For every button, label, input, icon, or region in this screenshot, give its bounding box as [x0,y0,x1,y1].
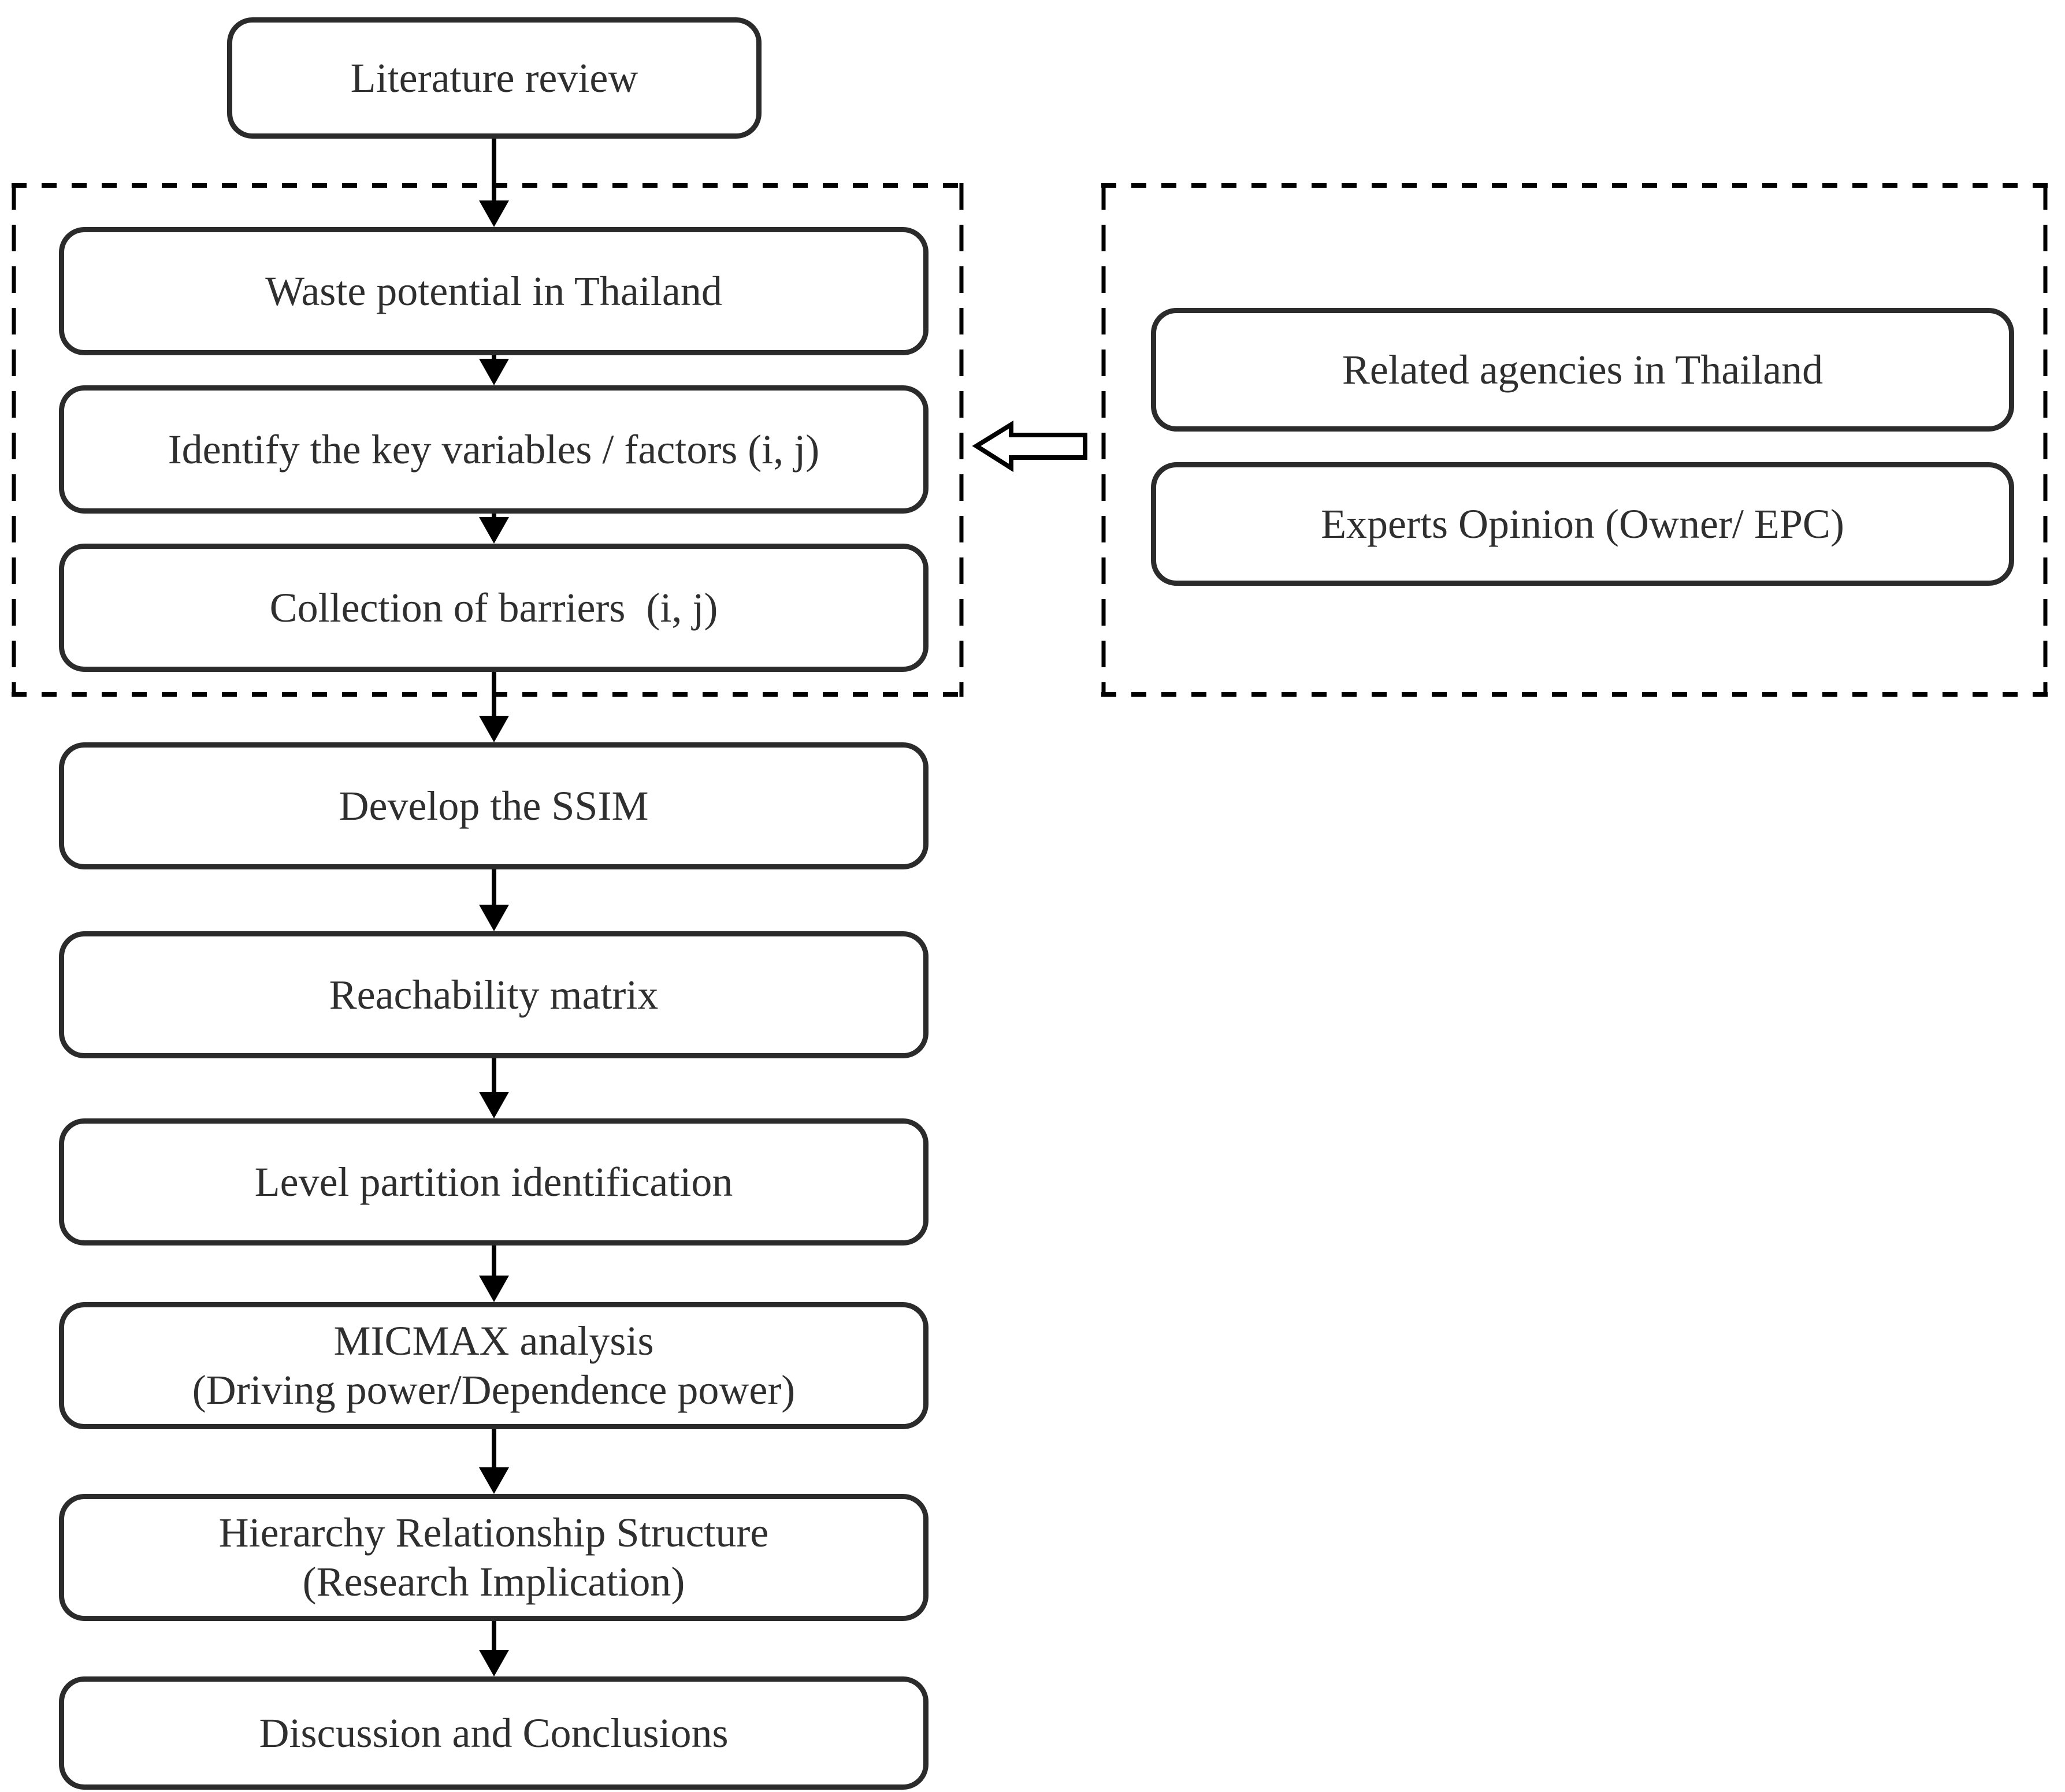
left-dashed-group-outline [12,183,964,697]
node-waste-potential: Waste potential in Thailand [59,227,928,355]
left-block-arrow-icon [972,420,1087,473]
flow-arrow-level-to-micmax [479,1246,509,1302]
node-related-agencies: Related agencies in Thailand [1151,308,2014,432]
node-develop-ssim: Develop the SSIM [59,742,928,869]
flow-arrow-ssim-to-reachability [479,869,509,931]
node-discussion-conclusions: Discussion and Conclusions [59,1676,928,1790]
flow-arrow-hierarchy-to-discussion [479,1621,509,1676]
node-collection-barriers: Collection of barriers (i, j) [59,544,928,672]
flow-arrow-literature-to-waste [479,139,509,227]
flow-arrow-waste-to-identify [479,355,509,385]
flow-arrow-collection-to-ssim [479,672,509,742]
node-experts-opinion: Experts Opinion (Owner/ EPC) [1151,462,2014,586]
node-level-partition: Level partition identification [59,1118,928,1246]
node-literature-review: Literature review [227,17,762,139]
node-micmax-analysis: MICMAX analysis (Driving power/Dependenc… [59,1302,928,1429]
flow-arrow-micmax-to-hierarchy [479,1429,509,1494]
right-dashed-group-outline [1101,183,2048,697]
node-hierarchy-structure: Hierarchy Relationship Structure (Resear… [59,1494,928,1621]
flow-arrow-identify-to-collection [479,514,509,544]
node-identify-variables: Identify the key variables / factors (i,… [59,385,928,514]
node-reachability-matrix: Reachability matrix [59,931,928,1058]
flow-arrow-reachability-to-level [479,1058,509,1118]
